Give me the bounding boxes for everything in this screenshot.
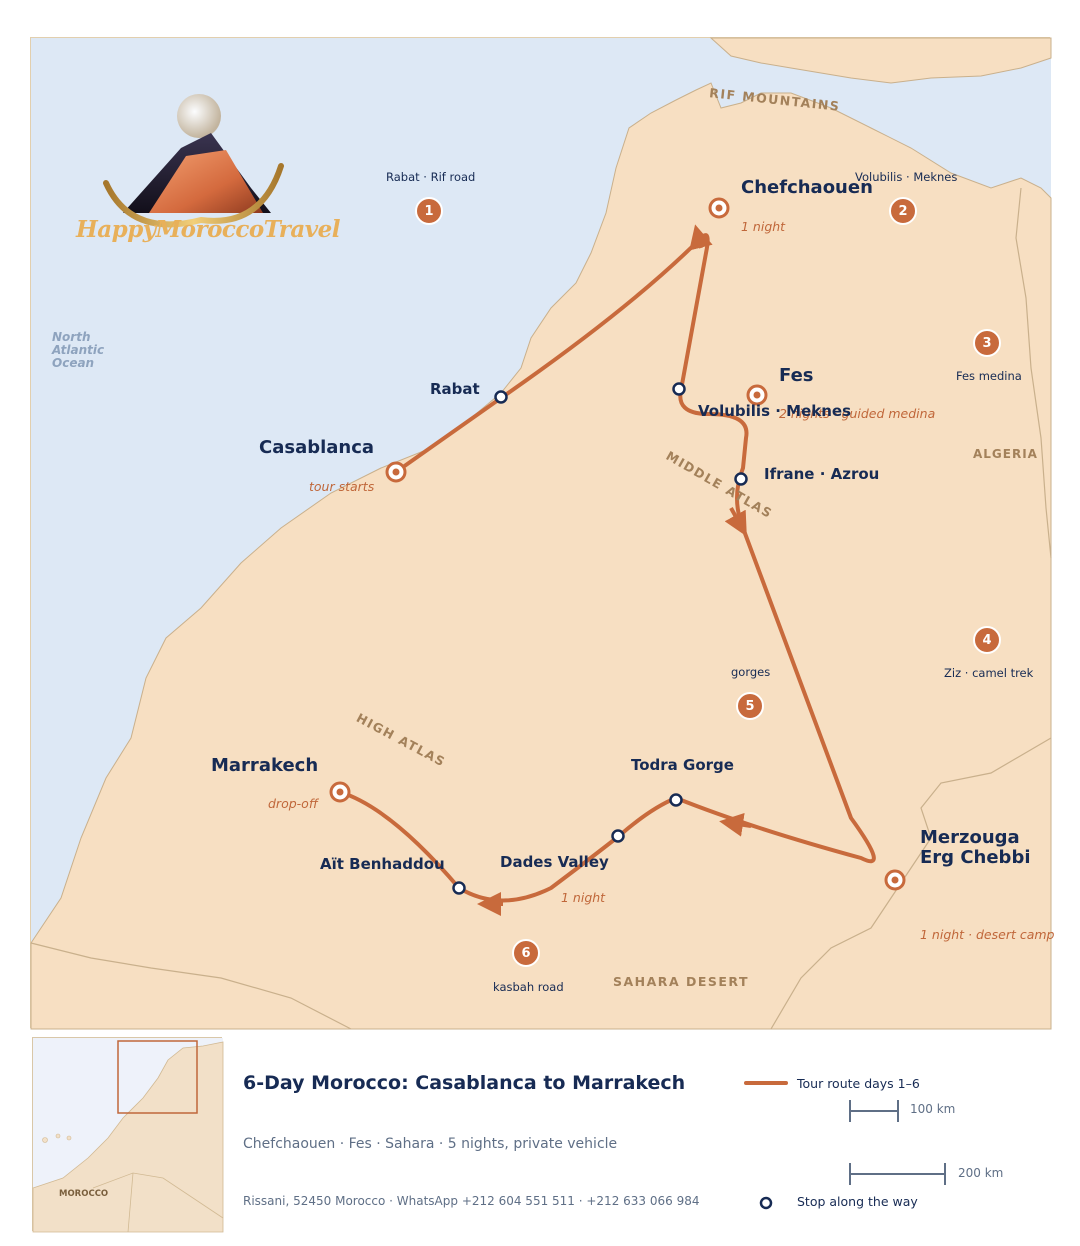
day-badge-4[interactable]: 4: [973, 626, 1001, 654]
marker-marrakech[interactable]: [329, 781, 351, 803]
land-spain: [709, 37, 1052, 84]
legend-route-swatch: [744, 1081, 788, 1085]
marker-merzouga[interactable]: [884, 869, 906, 891]
city-note-casablanca: tour starts: [309, 479, 375, 494]
stop-marker-dades[interactable]: [611, 829, 625, 843]
day-badge-label-2: Volubilis · Meknes: [855, 170, 958, 184]
city-note-fes: 2 nights · guided medina: [779, 406, 936, 421]
inset-extent-box: [117, 1040, 198, 1114]
marker-chefchaouen[interactable]: [708, 197, 730, 219]
legend-stop-swatch: [759, 1196, 773, 1210]
legend-stop-label: Stop along the way: [797, 1194, 918, 1209]
inset-country-label: MOROCCO: [59, 1189, 109, 1199]
region-sahara: SAHARA DESERT: [613, 974, 750, 989]
stop-marker-volubilis[interactable]: [672, 382, 686, 396]
day-badge-label-3: Fes medina: [956, 369, 1022, 383]
stop-label-rabat: Rabat: [430, 380, 480, 398]
stop-label-ait: Aït Benhaddou: [320, 855, 445, 873]
stop-label-todra: Todra Gorge: [631, 756, 734, 774]
stop-marker-ait[interactable]: [452, 881, 466, 895]
city-note-marrakech: drop-off: [268, 796, 318, 811]
day-badge-label-5: gorges: [731, 665, 771, 679]
city-label-marrakech: Marrakech: [211, 755, 319, 776]
scale-bar-100: [849, 1100, 899, 1122]
land-morocco: [30, 82, 1052, 1030]
scale-label-200: 200 km: [958, 1166, 1004, 1180]
day-badge-3[interactable]: 3: [973, 329, 1001, 357]
day-badge-label-4: Ziz · camel trek: [944, 666, 1034, 680]
stop-label-ifrane: Ifrane · Azrou: [764, 465, 880, 483]
stop-marker-ifrane[interactable]: [734, 472, 748, 486]
legend-subtitle: Chefchaouen · Fes · Sahara · 5 nights, p…: [243, 1136, 618, 1152]
city-label-fes: Fes: [779, 365, 814, 386]
route-map: HappyMoroccoTravel North Atlantic Ocean …: [30, 37, 1055, 1030]
inset-map: MOROCCO: [32, 1037, 224, 1233]
city-label-merzouga: Merzouga Erg Chebbi: [920, 827, 1031, 868]
marker-casablanca[interactable]: [385, 461, 407, 483]
city-label-casablanca: Casablanca: [259, 437, 375, 458]
day-badge-label-1: Rabat · Rif road: [386, 170, 476, 184]
marker-fes[interactable]: [746, 384, 768, 406]
legend-title: 6-Day Morocco: Casablanca to Marrakech: [243, 1072, 686, 1094]
map-canvas: [30, 37, 1052, 1030]
stop-marker-todra[interactable]: [669, 793, 683, 807]
scale-label-100: 100 km: [910, 1102, 956, 1116]
border-south: [770, 737, 1052, 1030]
stop-marker-rabat[interactable]: [494, 390, 508, 404]
day-badge-5[interactable]: 5: [736, 692, 764, 720]
brand-logo: [103, 94, 284, 228]
scale-bar-200: [849, 1163, 946, 1185]
brand-logo-text: HappyMoroccoTravel: [76, 216, 340, 243]
ocean-label: North Atlantic Ocean: [52, 330, 105, 370]
stop-note-dades: 1 night: [561, 890, 606, 905]
city-label-chefchaouen: Chefchaouen: [741, 177, 873, 198]
legend-route-label: Tour route days 1–6: [797, 1076, 920, 1091]
day-badge-2[interactable]: 2: [889, 197, 917, 225]
border-southwest: [30, 942, 352, 1030]
day-badge-1[interactable]: 1: [415, 197, 443, 225]
stop-label-dades: Dades Valley: [500, 853, 609, 871]
stop-label-volubilis: Volubilis · Meknes: [698, 402, 852, 420]
border-algeria: [1015, 187, 1052, 559]
legend-contact: Rissani, 52450 Morocco · WhatsApp +212 6…: [243, 1194, 700, 1208]
country-algeria: ALGERIA: [973, 447, 1038, 461]
day-badge-6[interactable]: 6: [512, 939, 540, 967]
city-note-chefchaouen: 1 night: [741, 219, 786, 234]
day-badge-label-6: kasbah road: [493, 980, 564, 994]
city-note-merzouga: 1 night · desert camp: [920, 927, 1055, 942]
